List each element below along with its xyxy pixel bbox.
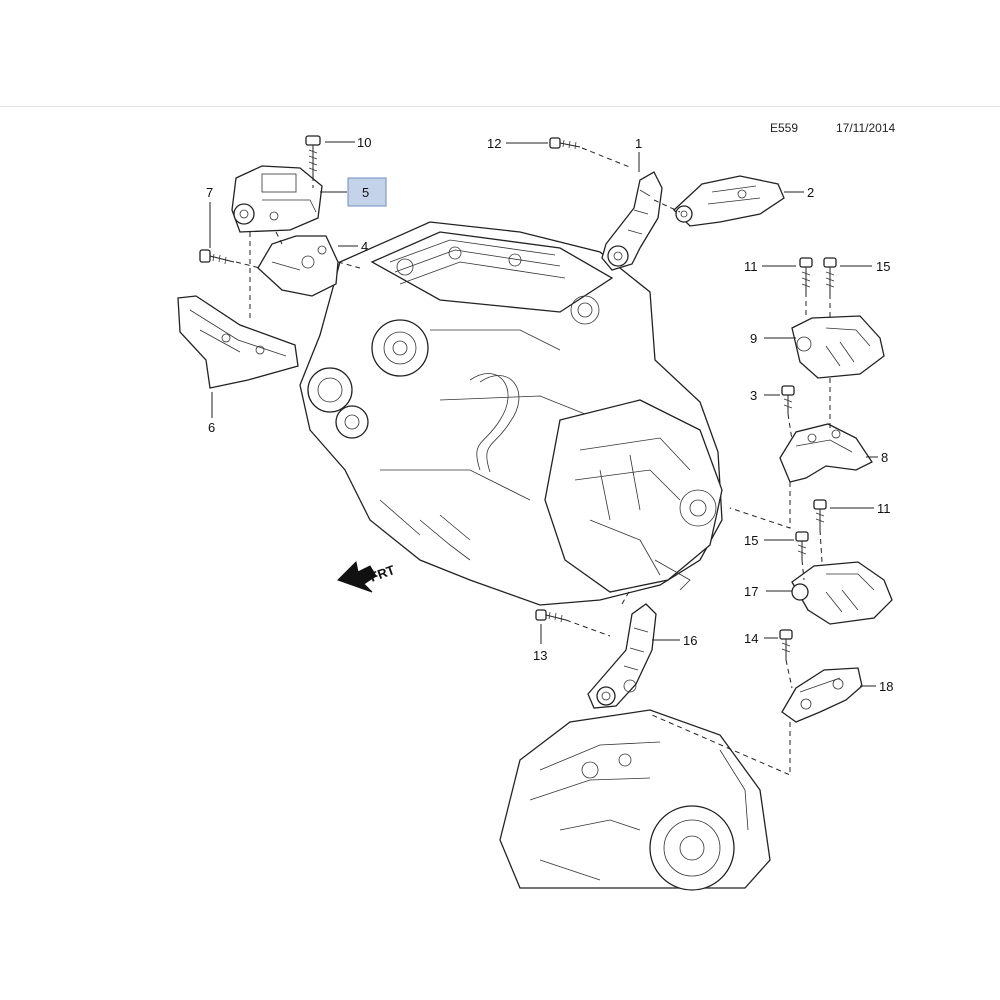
- front-direction-marker: FRT: [337, 560, 397, 593]
- mount-bracket-8: [779, 423, 873, 483]
- bolt-10: [305, 135, 321, 176]
- callout-18: 18: [879, 679, 893, 694]
- callout-16: 16: [683, 633, 697, 648]
- callout-6: 6: [208, 420, 215, 435]
- engine-mount-9: [791, 315, 885, 379]
- mount-bracket-18: [781, 667, 863, 723]
- callout-13: 13: [533, 648, 547, 663]
- support-bracket-6: [177, 295, 299, 389]
- callout-15-upper: 15: [876, 259, 890, 274]
- bolt-14: [779, 629, 793, 660]
- engine-mount-5: [231, 165, 323, 233]
- callout-14: 14: [744, 631, 758, 646]
- callout-12: 12: [487, 136, 501, 151]
- bolt-3: [781, 385, 795, 414]
- callout-leaders: [209, 141, 878, 687]
- torque-rod-1: [601, 171, 663, 271]
- diagram-code: E559: [770, 121, 799, 135]
- torque-rod-16: [587, 603, 657, 709]
- callout-11-upper: 11: [744, 259, 758, 274]
- callout-2: 2: [807, 185, 814, 200]
- transmission-assembly-lower: [499, 709, 771, 891]
- callout-1: 1: [635, 136, 642, 151]
- bolt-13: [535, 609, 567, 623]
- callout-17: 17: [744, 584, 758, 599]
- callout-5: 5: [362, 185, 369, 200]
- bolt-11-upper: [799, 257, 813, 292]
- callout-3: 3: [750, 388, 757, 403]
- header-divider: [0, 106, 1000, 107]
- callout-4: 4: [361, 239, 368, 254]
- torque-rod-bracket-2: [673, 175, 785, 227]
- diagram-date: 17/11/2014: [836, 121, 896, 135]
- assembly-lines: [235, 147, 831, 776]
- bolt-12: [549, 137, 581, 150]
- callout-7: 7: [206, 185, 213, 200]
- callout-15-lower: 15: [744, 533, 758, 548]
- callout-8: 8: [881, 450, 888, 465]
- transmission-mount-17: [791, 561, 893, 625]
- callout-11-lower: 11: [877, 501, 891, 516]
- bolt-15-lower: [795, 531, 809, 560]
- bolt-11-lower: [813, 499, 827, 530]
- front-direction-label: FRT: [368, 562, 397, 585]
- callout-10: 10: [357, 135, 371, 150]
- callout-9: 9: [750, 331, 757, 346]
- highlighted-callout-box: [347, 177, 387, 207]
- bolt-15-upper: [823, 257, 837, 294]
- engine-assembly: [299, 221, 723, 606]
- bolt-7: [199, 249, 235, 265]
- engine-mount-bracket-4: [257, 235, 339, 297]
